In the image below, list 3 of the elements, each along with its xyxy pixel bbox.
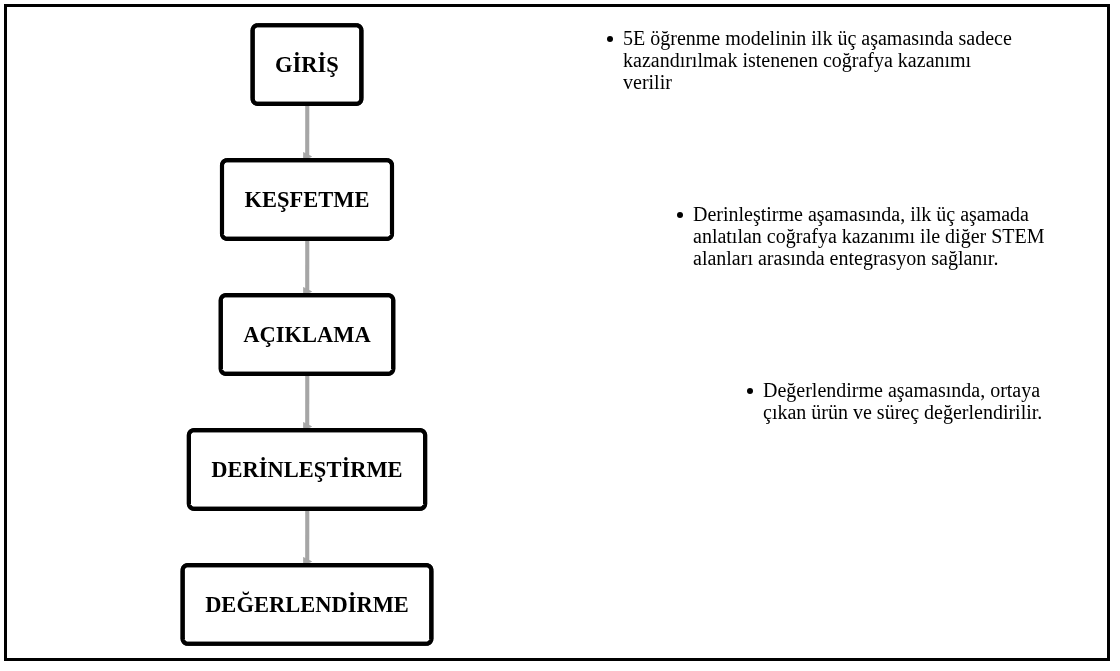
note-text: Değerlendirme aşamasında, ortaya çıkan ürün ve süreç değerlendirilir. [763, 379, 1043, 423]
note-text: Derinleştirme aşamasında, ilk üç aşamada anlatılan coğrafya kazanımı ile diğer STEM alanları arasında entegrasyon sağlanır. [693, 203, 1045, 269]
note-text: 5E öğrenme modelinin ilk üç aşamasında sadece kazandırılmak istenenen coğrafya kazanımı verilir [623, 27, 1012, 93]
